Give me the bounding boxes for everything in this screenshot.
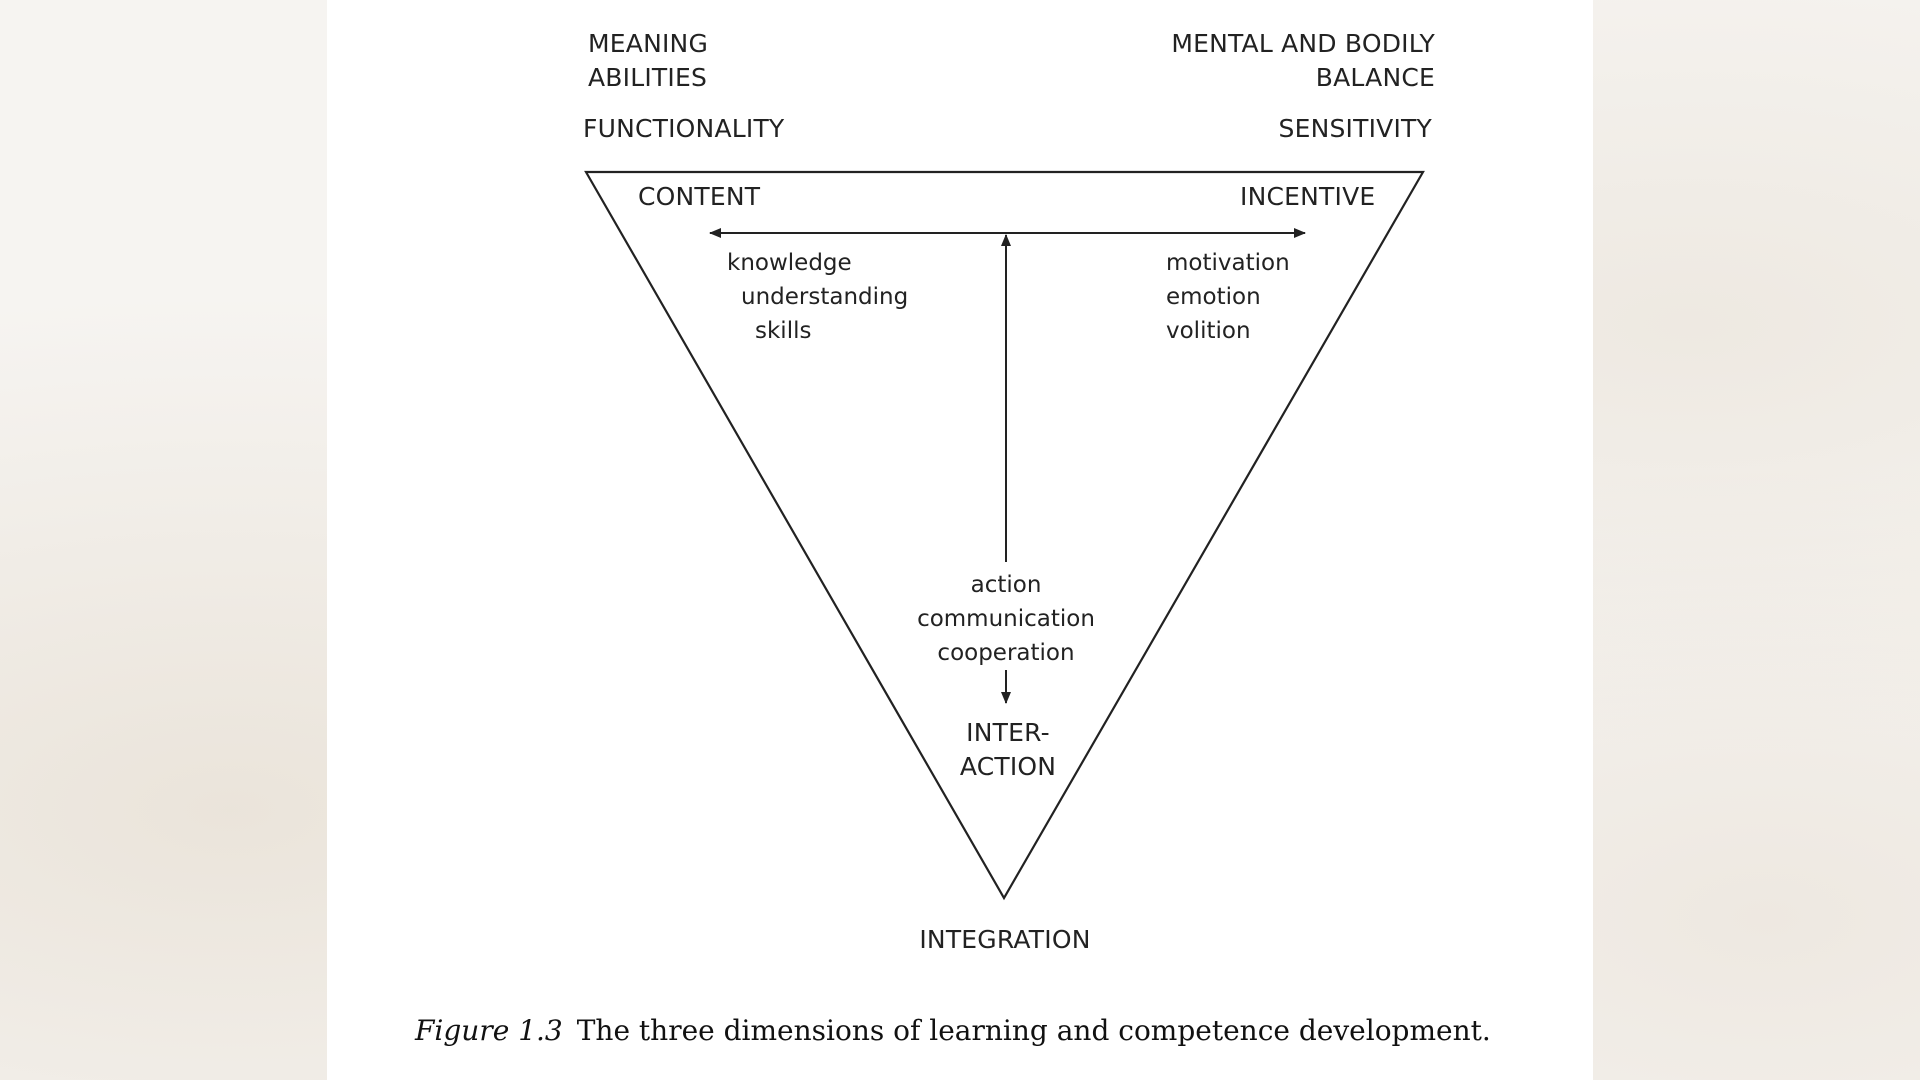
book-page bbox=[327, 0, 1593, 1080]
content-item: understanding bbox=[741, 284, 909, 310]
content-item: knowledge bbox=[727, 250, 852, 276]
inter-label: INTER- bbox=[966, 718, 1050, 747]
inverted-triangle bbox=[584, 170, 1425, 901]
figure-number: Figure 1.3 bbox=[415, 1014, 563, 1047]
balance-label: BALANCE bbox=[1315, 63, 1435, 92]
meaning-label: MEANING bbox=[588, 29, 709, 58]
content-title: CONTENT bbox=[638, 182, 761, 211]
mental-bodily-label: MENTAL AND BODILY bbox=[1171, 29, 1435, 58]
incentive-item: motivation bbox=[1166, 250, 1290, 276]
figure-caption: Figure 1.3 The three dimensions of learni… bbox=[415, 1014, 1491, 1047]
interaction-item: communication bbox=[917, 606, 1095, 632]
sensitivity-label: SENSITIVITY bbox=[1278, 114, 1432, 143]
integration-label: INTEGRATION bbox=[919, 925, 1091, 954]
top-right-labels: MENTAL AND BODILY BALANCE bbox=[1149, 27, 1435, 95]
top-left-labels: MEANING ABILITIES bbox=[588, 27, 708, 95]
caption-text: The three dimensions of learning and com… bbox=[576, 1014, 1491, 1047]
content-item: skills bbox=[755, 318, 812, 344]
interaction-item: cooperation bbox=[937, 640, 1075, 666]
interaction-item: action bbox=[970, 572, 1042, 598]
interaction-title: INTER- ACTION bbox=[906, 716, 1110, 784]
action-label: ACTION bbox=[959, 752, 1057, 781]
functionality-label: FUNCTIONALITY bbox=[583, 114, 785, 143]
abilities-label: ABILITIES bbox=[588, 63, 708, 92]
incentive-item: volition bbox=[1166, 318, 1251, 344]
incentive-item: emotion bbox=[1166, 284, 1261, 310]
incentive-title: INCENTIVE bbox=[1240, 182, 1376, 211]
